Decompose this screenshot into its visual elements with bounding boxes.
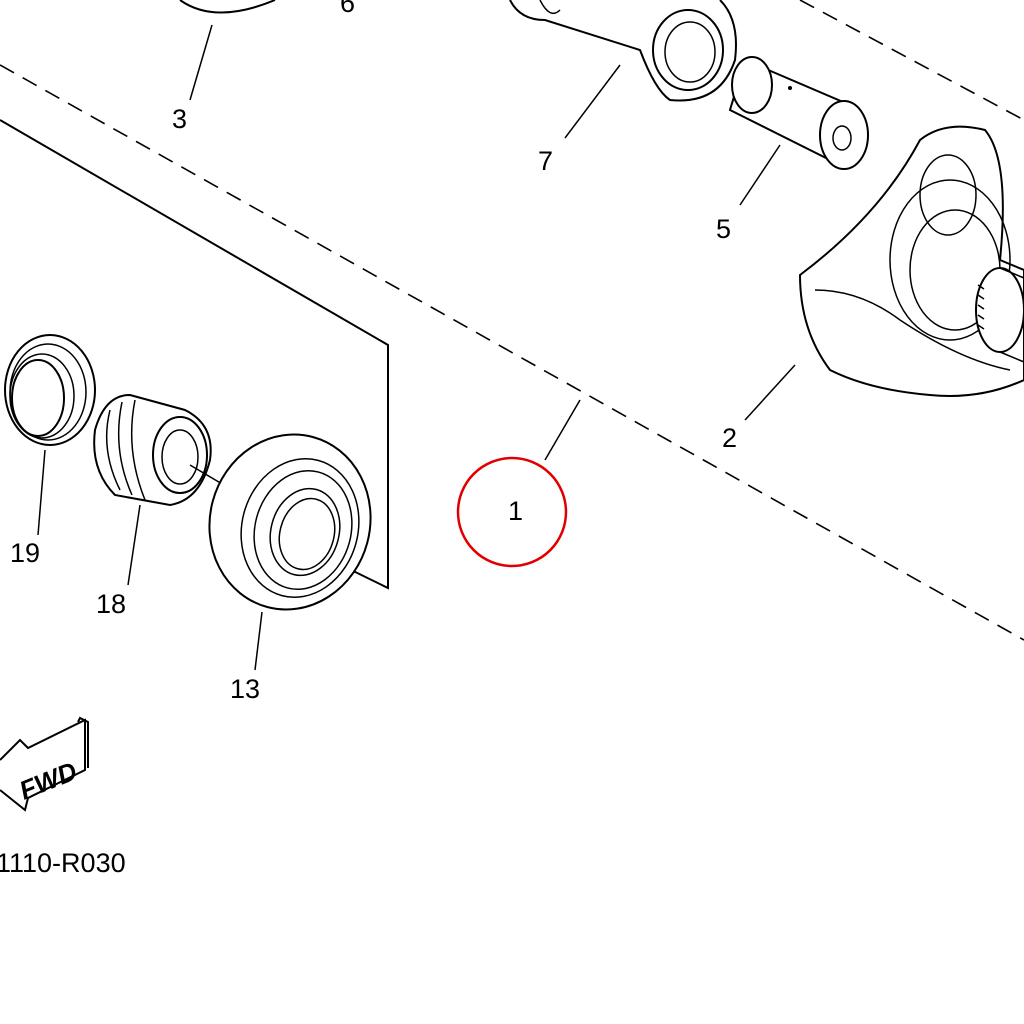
part-18-seal (93, 393, 212, 507)
callout-18[interactable]: 18 (96, 589, 126, 619)
leader-5 (739, 144, 781, 206)
leader-19 (37, 449, 46, 536)
callout-2[interactable]: 2 (722, 423, 737, 453)
assembly-axis-line (0, 64, 1024, 641)
highlight-circle (456, 456, 568, 568)
part-2-crankshaft (798, 125, 1024, 397)
part-19-ring (4, 334, 96, 446)
part-5-crank-pin (728, 56, 869, 170)
callout-3[interactable]: 3 (172, 104, 187, 134)
callout-5[interactable]: 5 (716, 214, 731, 244)
callout-19[interactable]: 19 (10, 538, 40, 568)
part-13-bearing (208, 433, 372, 611)
assembly-axis-line-upper (799, 0, 1024, 121)
fwd-label: FWD (15, 755, 81, 805)
leader-1 (544, 399, 581, 461)
leader-13 (254, 611, 263, 671)
leader-18 (127, 504, 141, 586)
callout-6[interactable]: 6 (340, 0, 355, 18)
callout-7[interactable]: 7 (538, 146, 553, 176)
part-3-bearing (179, 0, 276, 14)
callout-1[interactable]: 1 (508, 496, 523, 526)
leader-3 (189, 24, 213, 101)
figure-code: 1110-R030 (0, 848, 126, 878)
fwd-arrow-icon: FWD (0, 716, 89, 812)
part-7-connecting-rod (509, 0, 737, 102)
leader-7 (564, 64, 621, 139)
leader-2 (744, 364, 796, 421)
callout-13[interactable]: 13 (230, 674, 260, 704)
